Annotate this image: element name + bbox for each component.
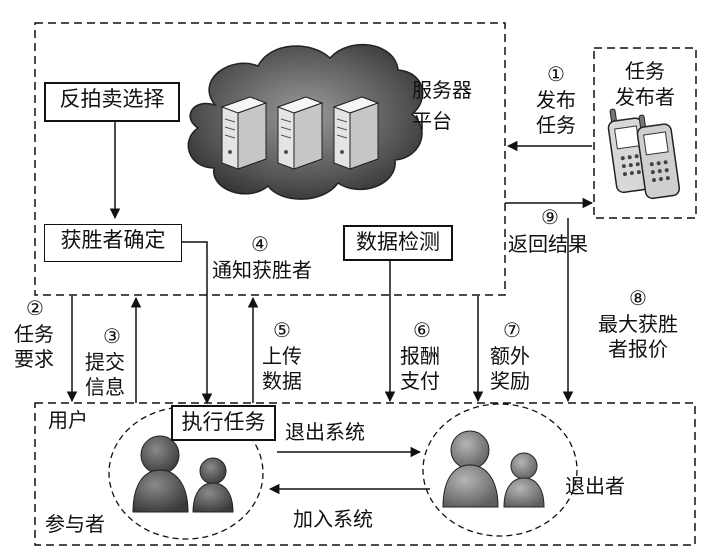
server-icon: [276, 96, 324, 170]
exit-system-label: 退出系统: [285, 420, 365, 444]
step-1-label: 发布 任务: [536, 88, 576, 137]
step-8-label: 最大获胜 者报价: [598, 312, 678, 361]
quitters-label: 退出者: [565, 474, 625, 498]
data-check-box: 数据检测: [343, 225, 453, 261]
step-4-label: 通知获胜者: [212, 258, 312, 282]
step-1-number: ①: [547, 62, 565, 86]
execute-task-box: 执行任务: [171, 405, 276, 441]
step-5-label: 上传 数据: [262, 344, 302, 393]
step-9-label: 返回结果: [508, 232, 588, 256]
server-icon: [220, 96, 268, 170]
step-8-number: ⑧: [629, 286, 647, 310]
join-system-label: 加入系统: [293, 507, 373, 531]
step-6-label: 报酬 支付: [400, 344, 440, 393]
step-3-label: 提交 信息: [85, 350, 125, 399]
server-platform-region: [34, 22, 506, 296]
phone-icon: [636, 114, 681, 200]
arrow-winner-to-execute: [182, 241, 213, 405]
platform-label: 服务器 平台: [412, 78, 472, 133]
user-region: [34, 402, 696, 546]
step-2-number: ②: [26, 296, 44, 320]
step-9-number: ⑨: [541, 205, 559, 229]
step-3-number: ③: [103, 324, 121, 348]
publisher-region: [593, 47, 697, 219]
step-2-label: 任务 要求: [14, 322, 54, 371]
participant-person-icon: [192, 457, 234, 513]
server-icon: [332, 96, 380, 170]
quitter-person-icon: [503, 452, 545, 508]
reverse-auction-box: 反拍卖选择: [44, 82, 180, 122]
publisher-label: 任务 发布者: [615, 59, 675, 109]
step-5-number: ⑤: [273, 318, 291, 342]
step-7-number: ⑦: [503, 318, 521, 342]
quitter-person-icon: [442, 430, 499, 508]
winner-determination-box: 获胜者确定: [44, 224, 182, 262]
step-7-label: 额外 奖励: [490, 344, 530, 393]
user-region-label: 用户: [48, 408, 88, 432]
step-4-number: ④: [251, 232, 269, 256]
participants-label: 参与者: [45, 512, 105, 536]
quitters-ellipse: [422, 403, 578, 537]
participant-person-icon: [132, 435, 189, 513]
step-6-number: ⑥: [413, 318, 431, 342]
participants-ellipse: [108, 406, 264, 540]
